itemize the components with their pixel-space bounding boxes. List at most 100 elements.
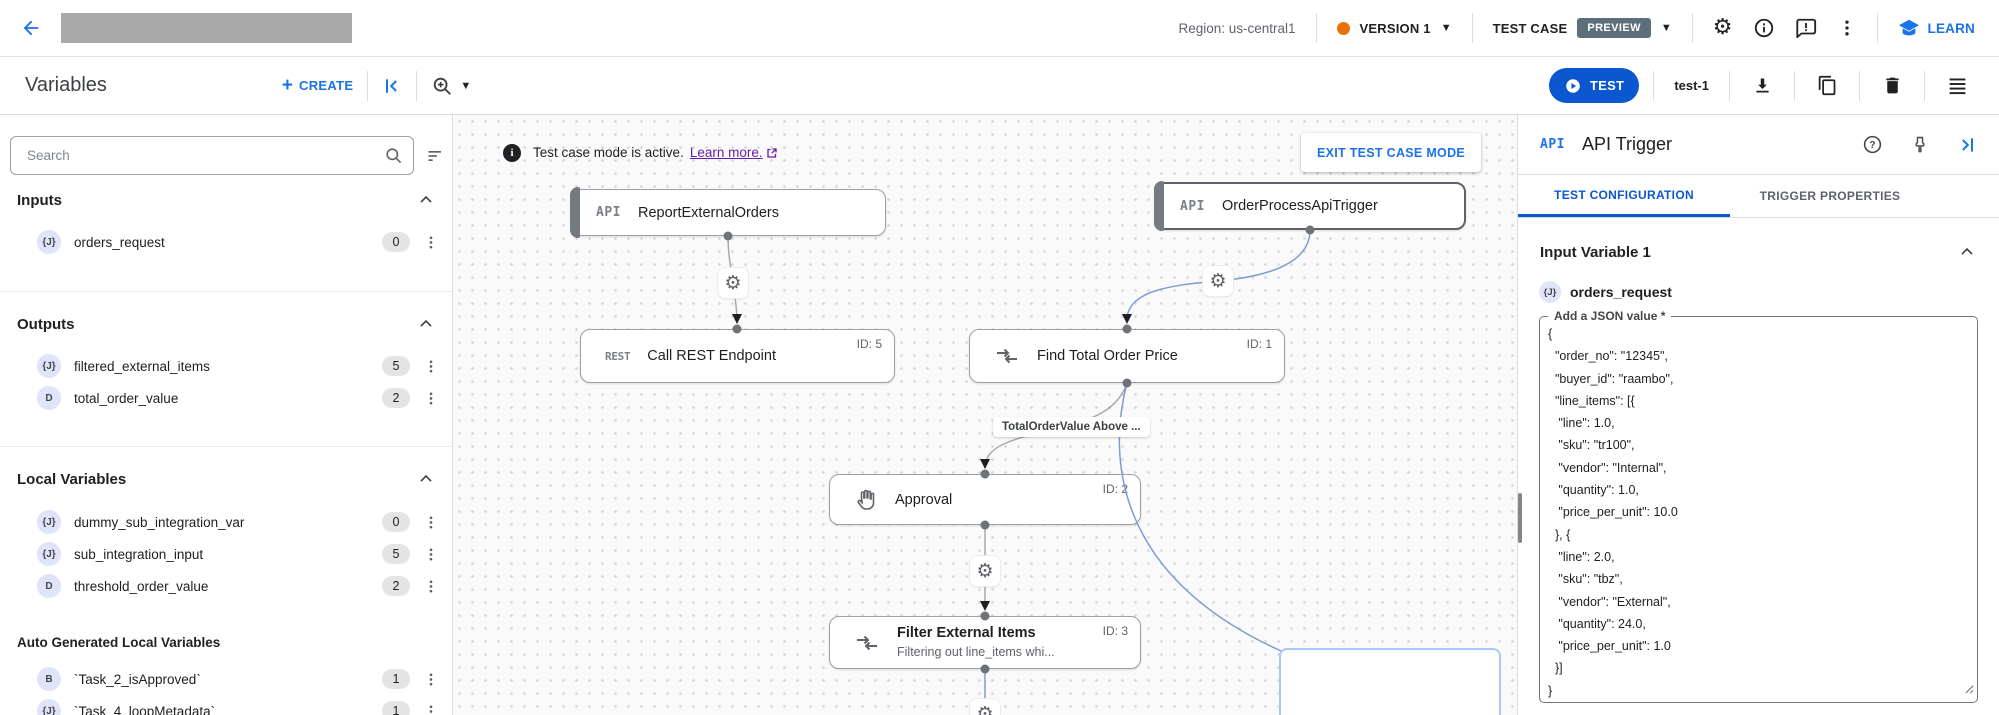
node-find-total-order-price[interactable]: Find Total Order Price ID: 1 [969,329,1285,383]
double-type-icon: D [37,574,61,598]
variable-row[interactable]: {J} `Task_4_loopMetadata` 1 [0,695,452,715]
chevron-up-icon[interactable] [416,469,436,489]
feedback-icon[interactable] [1795,17,1817,39]
list-menu-icon[interactable] [1939,68,1975,104]
tab-test-configuration[interactable]: TEST CONFIGURATION [1518,175,1730,217]
test-button[interactable]: TEST [1548,68,1640,103]
edge-settings-gear-icon[interactable]: ⚙ [1203,266,1233,296]
divider [1794,70,1795,101]
edge-settings-gear-icon[interactable]: ⚙ [970,556,1000,586]
data-mapping-icon [994,344,1020,368]
kebab-menu-icon[interactable] [423,387,439,409]
json-type-icon: {J} [37,230,61,254]
learn-button[interactable]: LEARN [1898,17,1976,39]
svg-text:?: ? [1869,140,1875,151]
collapse-right-icon[interactable] [1957,135,1977,155]
usage-count-badge: 2 [382,576,410,596]
node-id-badge: ID: 2 [1102,482,1128,496]
panel-title: API Trigger [1581,134,1673,154]
node-title: Approval [895,491,953,508]
variable-name: orders_request [74,234,165,250]
variable-row[interactable]: {J} filtered_external_items 5 [0,350,452,382]
delete-trash-icon[interactable] [1874,68,1910,104]
api-trigger-icon: API [1180,198,1205,214]
variable-name: dummy_sub_integration_var [74,514,245,530]
node-id-badge: ID: 3 [1102,624,1128,638]
pin-icon[interactable] [1910,135,1930,155]
node-left-tab [570,187,580,238]
usage-count-badge: 1 [382,701,410,715]
kebab-menu-icon[interactable] [1837,18,1857,38]
usage-count-badge: 1 [382,669,410,689]
node-approval[interactable]: Approval ID: 2 [829,474,1141,525]
kebab-menu-icon[interactable] [423,543,439,565]
variable-row[interactable]: D total_order_value 2 [0,382,452,414]
node-filter-external-items[interactable]: Filter External Items Filtering out line… [829,616,1141,669]
test-case-name[interactable]: test-1 [1674,78,1709,93]
variable-row[interactable]: D threshold_order_value 2 [0,570,452,602]
kebab-menu-icon[interactable] [423,355,439,377]
variable-row[interactable]: {J} dummy_sub_integration_var 0 [0,506,452,538]
back-arrow-icon[interactable] [14,11,48,45]
workflow-canvas[interactable]: i Test case mode is active. Learn more. … [453,115,1517,715]
collapse-panel-icon[interactable] [382,76,402,96]
usage-count-badge: 0 [382,512,410,532]
version-label: VERSION 1 [1359,20,1431,36]
variable-row[interactable]: {J} sub_integration_input 5 [0,538,452,570]
api-trigger-config-panel: API API Trigger ? TEST CONFIGURATION TR [1517,115,1999,715]
filter-sort-icon[interactable] [426,146,446,166]
edge-condition-label[interactable]: TotalOrderValue Above ... [993,417,1150,437]
panel-header: API API Trigger ? [1518,115,1999,175]
node-partial[interactable] [1279,648,1501,715]
learn-cap-icon [1898,17,1920,39]
edge-settings-gear-icon[interactable]: ⚙ [718,268,748,298]
test-case-dropdown[interactable]: TEST CASE PREVIEW ▼ [1493,18,1672,38]
learn-label: LEARN [1927,20,1975,36]
search-input[interactable] [25,147,384,164]
kebab-menu-icon[interactable] [423,668,439,690]
preview-badge: PREVIEW [1577,18,1651,38]
resize-handle-icon[interactable] [1963,681,1974,699]
learn-more-link[interactable]: Learn more. [690,145,778,160]
variable-row[interactable]: B `Task_2_isApproved` 1 [0,663,452,695]
download-icon[interactable] [1744,68,1780,104]
settings-gear-icon[interactable]: ⚙ [1712,15,1733,40]
version-dropdown[interactable]: VERSION 1 ▼ [1336,20,1452,36]
input-variable-section-header: Input Variable 1 [1540,242,1977,262]
node-call-rest-endpoint[interactable]: REST Call REST Endpoint ID: 5 [580,329,895,383]
info-icon[interactable] [1753,17,1775,39]
kebab-menu-icon[interactable] [423,575,439,597]
variable-row[interactable]: {J} orders_request 0 [0,226,452,258]
variable-name: total_order_value [74,390,179,406]
divider [0,446,452,447]
variable-name: `Task_4_loopMetadata` [74,703,216,715]
tab-trigger-properties[interactable]: TRIGGER PROPERTIES [1759,189,1901,203]
chevron-up-icon[interactable] [1957,242,1977,262]
kebab-menu-icon[interactable] [423,511,439,533]
divider [1653,70,1655,101]
zoom-dropdown[interactable]: ▼ [431,75,471,97]
json-type-icon: {J} [37,542,61,566]
node-report-external-orders[interactable]: API ReportExternalOrders [570,187,886,238]
chevron-up-icon[interactable] [416,314,436,334]
panel-scrollbar-thumb[interactable] [1518,493,1522,543]
node-subtitle: Filtering out line_items whi... [897,644,1055,659]
kebab-menu-icon[interactable] [423,231,439,253]
json-value-textarea[interactable]: { "order_no": "12345", "buyer_id": "raam… [1548,327,1678,698]
edge-settings-gear-icon[interactable]: ⚙ [970,699,1000,715]
kebab-menu-icon[interactable] [423,700,439,715]
divider [1876,13,1878,43]
chevron-up-icon[interactable] [416,190,436,210]
node-order-process-api-trigger[interactable]: API OrderProcessApiTrigger [1154,181,1466,231]
data-mapping-icon [854,631,880,655]
create-variable-button[interactable]: + CREATE [281,75,354,96]
copy-icon[interactable] [1809,68,1845,104]
search-box [10,136,414,175]
usage-count-badge: 2 [382,388,410,408]
test-case-label: TEST CASE [1492,20,1568,36]
divider [416,70,418,101]
exit-test-case-mode-button[interactable]: EXIT TEST CASE MODE [1301,133,1481,172]
approval-hand-icon [854,488,878,512]
variable-name: sub_integration_input [74,546,204,562]
help-icon[interactable]: ? [1862,134,1883,155]
